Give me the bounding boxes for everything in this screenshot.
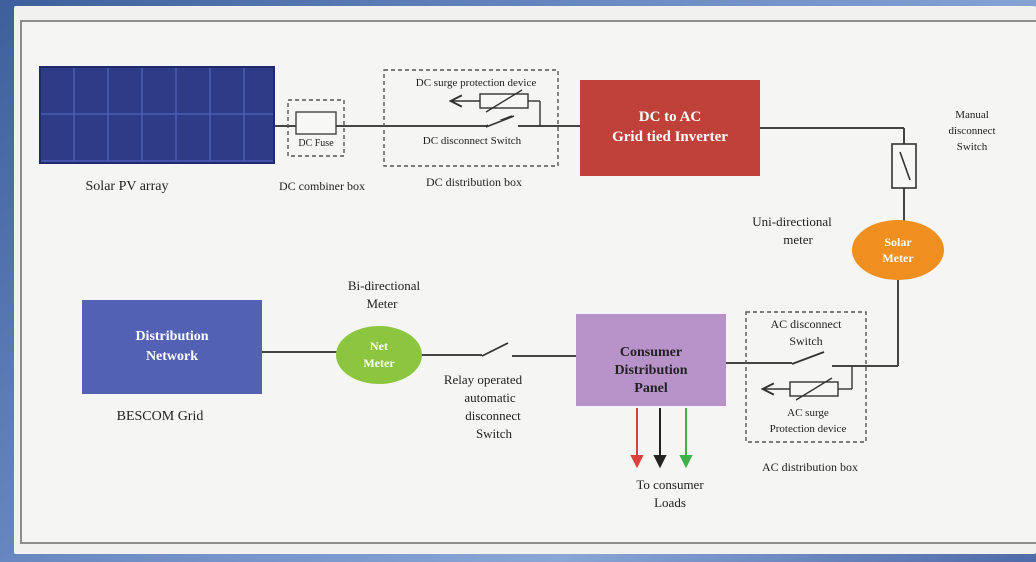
inverter-block <box>580 80 760 176</box>
net-meter-label-line2: Meter <box>363 356 395 370</box>
inverter-label-line1: DC to AC <box>639 109 702 125</box>
relay-switch-blade <box>481 342 509 357</box>
net-meter <box>336 326 422 384</box>
inverter-label-line2: Grid tied Inverter <box>612 129 728 145</box>
ac-distribution-box-label: AC distribution box <box>762 460 858 474</box>
consumer-panel-block <box>576 314 726 406</box>
relay-label-line1: Relay operated <box>444 372 523 387</box>
solar-meter <box>852 220 944 280</box>
ac-disconnect-label-line2: Switch <box>789 334 822 348</box>
ac-surge-label-line1: AC surge <box>787 407 829 419</box>
relay-label-line2: automatic <box>464 390 515 405</box>
manual-disconnect-switch <box>891 143 917 189</box>
bescom-grid-label: BESCOM Grid <box>117 409 204 424</box>
dc-combiner-box <box>287 99 345 157</box>
solar-meter-label-line2: Meter <box>882 251 914 265</box>
distribution-network-label-line1: Distribution <box>135 329 208 344</box>
dc-distribution-box <box>383 69 559 167</box>
bidirectional-label-line1: Bi-directional <box>348 278 421 293</box>
wires <box>262 125 905 367</box>
distribution-network-label-line2: Network <box>146 349 198 364</box>
relay-label-line3: disconnect <box>465 408 521 423</box>
dc-disconnect-label: DC disconnect Switch <box>423 135 522 147</box>
dc-fuse <box>295 111 337 135</box>
distribution-network-block <box>82 300 262 394</box>
unidirectional-label-line2: meter <box>783 232 813 247</box>
solar-pv-array-panel <box>39 66 275 164</box>
manual-switch-blade <box>899 151 911 181</box>
dc-switch-gap <box>488 120 518 130</box>
relay-label-line4: Switch <box>476 426 513 441</box>
loads-label-line1: To consumer <box>636 477 704 492</box>
unidirectional-label-line1: Uni-directional <box>752 214 832 229</box>
manual-disconnect-label-line2: disconnect <box>948 125 995 137</box>
dc-surge-label: DC surge protection device <box>416 77 537 89</box>
dc-distribution-box-label: DC distribution box <box>426 175 522 189</box>
ac-distribution-box <box>745 311 867 443</box>
dc-combiner-box-label: DC combiner box <box>279 179 365 193</box>
ac-disconnect-switch-blade <box>791 351 825 365</box>
ac-surge-label-line2: Protection device <box>770 423 847 435</box>
net-meter-label-line1: Net <box>370 339 388 353</box>
manual-disconnect-label-line1: Manual <box>955 109 989 121</box>
dc-surge-protection-symbol <box>452 89 541 126</box>
solar-meter-label-line1: Solar <box>884 235 912 249</box>
bidirectional-label-line2: Meter <box>366 296 398 311</box>
manual-disconnect-label-line3: Switch <box>957 141 988 153</box>
consumer-panel-label-line1: Consumer <box>620 345 682 360</box>
loads-label-line2: Loads <box>654 495 686 510</box>
dc-fuse-label: DC Fuse <box>298 138 334 149</box>
solar-pv-array-label: Solar PV array <box>86 179 169 194</box>
ac-surge-protection-symbol <box>764 366 853 401</box>
ac-disconnect-label-line1: AC disconnect <box>771 317 843 331</box>
consumer-panel-label-line2: Distribution <box>614 363 687 378</box>
dc-switch-blade <box>485 115 515 128</box>
load-arrows <box>630 408 693 469</box>
consumer-panel-label-line3: Panel <box>634 381 668 396</box>
